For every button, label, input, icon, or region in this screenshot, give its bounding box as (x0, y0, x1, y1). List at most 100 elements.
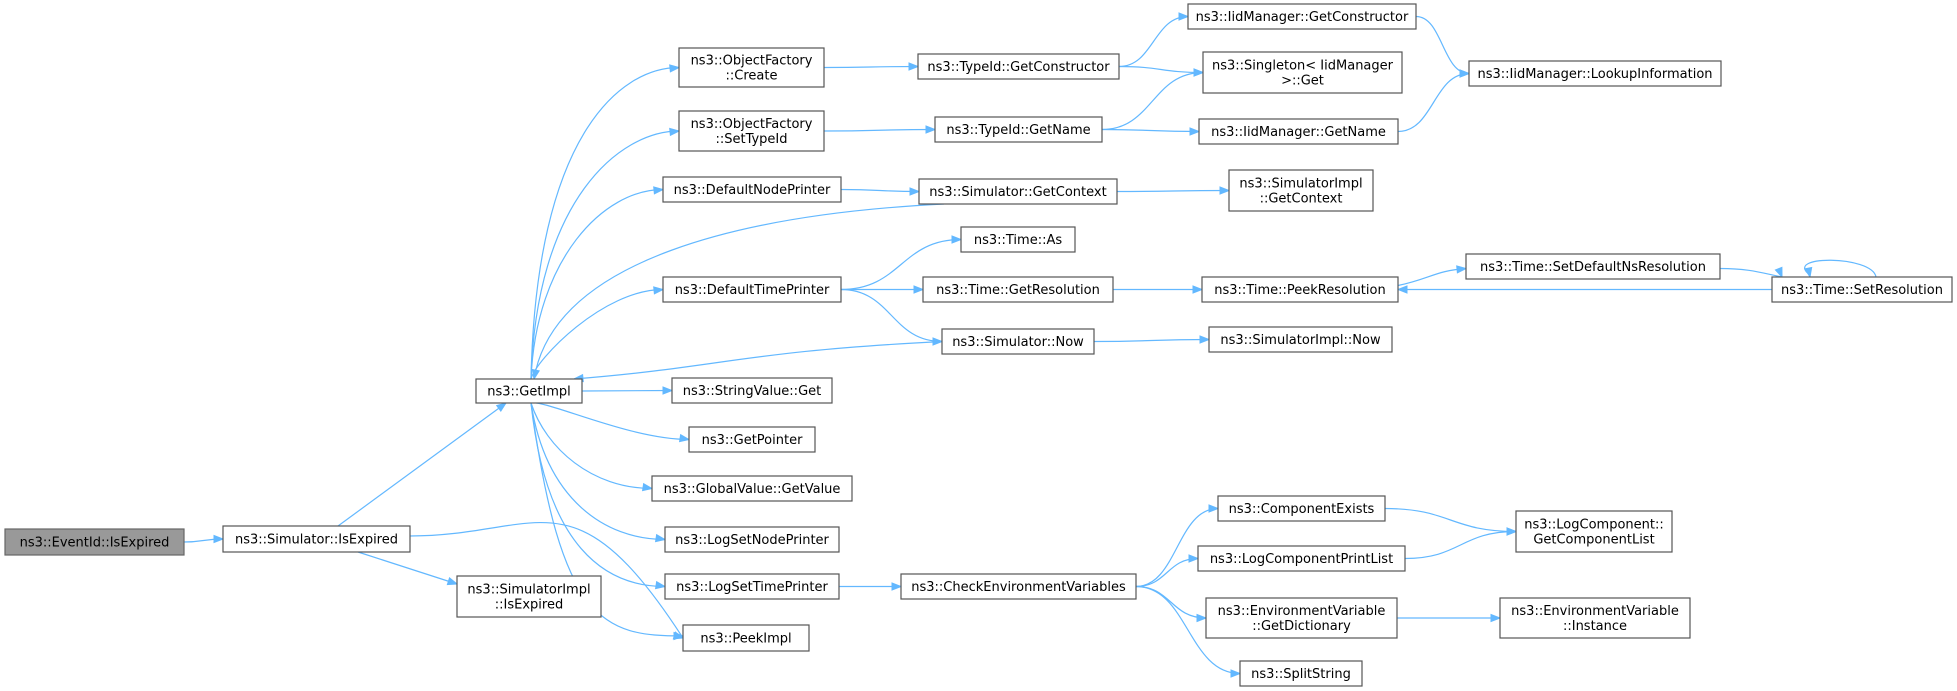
edge-arrowhead (673, 631, 685, 641)
graph-node[interactable]: ns3::TypeId::GetConstructor (917, 53, 1120, 80)
graph-node[interactable]: ns3::ComponentExists (1217, 495, 1386, 522)
node-box (918, 178, 1118, 205)
edge-line (530, 188, 664, 380)
graph-node[interactable]: ns3::DefaultTimePrinter (662, 276, 842, 303)
node-label: ns3::TypeId::GetName (946, 123, 1090, 138)
edge-arrowhead (531, 368, 541, 381)
graph-node[interactable]: ns3::Time::PeekResolution (1201, 276, 1399, 303)
edge-arrowhead (1506, 527, 1518, 536)
edge-line (1135, 585, 1207, 619)
graph-node[interactable]: ns3::Simulator::Now (941, 328, 1095, 355)
node-label: ::SetTypeId (715, 132, 787, 147)
graph-node[interactable]: ns3::IidManager::GetConstructor (1187, 3, 1417, 30)
edge-line (1118, 65, 1204, 74)
edge-line (1397, 72, 1470, 133)
node-label: ns3::GetPointer (702, 433, 803, 448)
edge-line (840, 188, 920, 193)
root-node[interactable]: ns3::EventId::IsExpired (4, 528, 185, 556)
call-edge (530, 186, 665, 380)
edge-line (1118, 15, 1189, 68)
node-box (1208, 326, 1393, 353)
call-edge (530, 402, 667, 590)
call-edge (1135, 504, 1220, 588)
edge-line (530, 66, 680, 380)
edge-arrowhead (1230, 669, 1242, 678)
graph-node[interactable]: ns3::Simulator::IsExpired (222, 525, 411, 553)
graph-node[interactable]: ns3::IidManager::LookupInformation (1468, 60, 1722, 87)
graph-node[interactable]: ns3::CheckEnvironmentVariables (900, 573, 1137, 600)
edge-line (1101, 128, 1200, 133)
node-label: ns3::ComponentExists (1229, 502, 1375, 517)
edge-arrowhead (1193, 68, 1205, 77)
node-box (664, 526, 840, 553)
graph-node[interactable]: ns3::Time::SetResolution (1771, 276, 1953, 303)
graph-node[interactable]: ns3::ObjectFactory::SetTypeId (678, 110, 825, 152)
graph-node[interactable]: ns3::LogSetNodePrinter (664, 526, 840, 553)
graph-node[interactable]: ns3::Time::As (960, 226, 1076, 253)
graph-node[interactable]: ns3::LogSetTimePrinter (664, 573, 840, 600)
graph-node[interactable]: ns3::IidManager::GetName (1198, 118, 1399, 145)
node-label: ns3::StringValue::Get (683, 384, 821, 399)
graph-node[interactable]: ns3::EnvironmentVariable::Instance (1499, 597, 1691, 639)
node-box (688, 426, 816, 453)
call-edge (840, 187, 921, 196)
node-box (678, 47, 825, 88)
edge-arrowhead (1774, 266, 1783, 279)
graph-node[interactable]: ns3::SimulatorImpl::Now (1208, 326, 1393, 353)
call-edge (823, 62, 920, 71)
node-label: ::Create (726, 69, 778, 84)
graph-node[interactable]: ns3::ObjectFactory::Create (678, 47, 825, 88)
call-edge (530, 286, 665, 380)
graph-node[interactable]: ns3::SplitString (1239, 660, 1363, 687)
node-box (1202, 51, 1403, 94)
node-box (1468, 60, 1722, 87)
node-label: ns3::EventId::IsExpired (20, 536, 170, 551)
node-label: ns3::LogComponentPrintList (1210, 552, 1393, 567)
graph-node[interactable]: ns3::PeekImpl (682, 624, 810, 652)
graph-node[interactable]: ns3::GetImpl (475, 378, 583, 404)
edge-arrowhead (951, 235, 963, 244)
graph-node[interactable]: ns3::LogComponent::GetComponentList (1515, 510, 1673, 553)
graph-node[interactable]: ns3::LogComponentPrintList (1197, 545, 1406, 572)
node-box (1205, 597, 1398, 639)
node-box (1515, 510, 1673, 553)
edge-arrowhead (662, 386, 674, 395)
call-edge (1404, 527, 1518, 560)
edge-arrowhead (1178, 12, 1190, 21)
edge-line (1135, 585, 1241, 675)
node-label: ns3::SimulatorImpl (1239, 177, 1362, 192)
graph-node[interactable]: ns3::Simulator::GetContext (918, 178, 1118, 205)
node-box (922, 276, 1114, 303)
graph-node[interactable]: ns3::Time::SetDefaultNsResolution (1465, 253, 1721, 280)
call-edge (531, 203, 945, 381)
graph-node[interactable]: ns3::TypeId::GetName (934, 116, 1103, 143)
graph-node[interactable]: ns3::GetPointer (688, 426, 816, 453)
edge-line (1384, 507, 1517, 533)
node-label: ns3::LogComponent:: (1524, 518, 1664, 533)
graph-node[interactable]: ns3::StringValue::Get (671, 377, 833, 404)
graph-node[interactable]: ns3::SimulatorImpl::GetContext (1228, 169, 1374, 212)
edge-arrowhead (446, 577, 459, 586)
call-edge (530, 127, 681, 380)
edge-arrowhead (1192, 285, 1204, 294)
node-box (662, 276, 842, 303)
graph-node[interactable]: ns3::EnvironmentVariable::GetDictionary (1205, 597, 1398, 639)
node-label: ns3::Time::PeekResolution (1214, 283, 1385, 298)
graph-node[interactable]: ns3::DefaultNodePrinter (662, 176, 842, 203)
edge-line (1404, 530, 1517, 560)
graph-node[interactable]: ns3::GlobalValue::GetValue (651, 475, 853, 502)
node-label: ns3::Simulator::GetContext (929, 185, 1106, 200)
graph-node[interactable]: ns3::Time::GetResolution (922, 276, 1114, 303)
call-edge (1135, 554, 1200, 588)
call-edge (1384, 507, 1518, 536)
node-label: ns3::SplitString (1251, 667, 1351, 682)
edge-line (1397, 267, 1467, 287)
call-edge (1118, 65, 1205, 77)
edge-line (530, 402, 653, 490)
node-label: >::Get (1281, 74, 1324, 89)
edges-layer (183, 12, 1877, 678)
graph-node[interactable]: ns3::Singleton< IidManager>::Get (1202, 51, 1403, 94)
graph-node[interactable]: ns3::SimulatorImpl::IsExpired (456, 575, 602, 618)
node-label: ns3::ObjectFactory (691, 117, 813, 132)
node-box (1228, 169, 1374, 212)
